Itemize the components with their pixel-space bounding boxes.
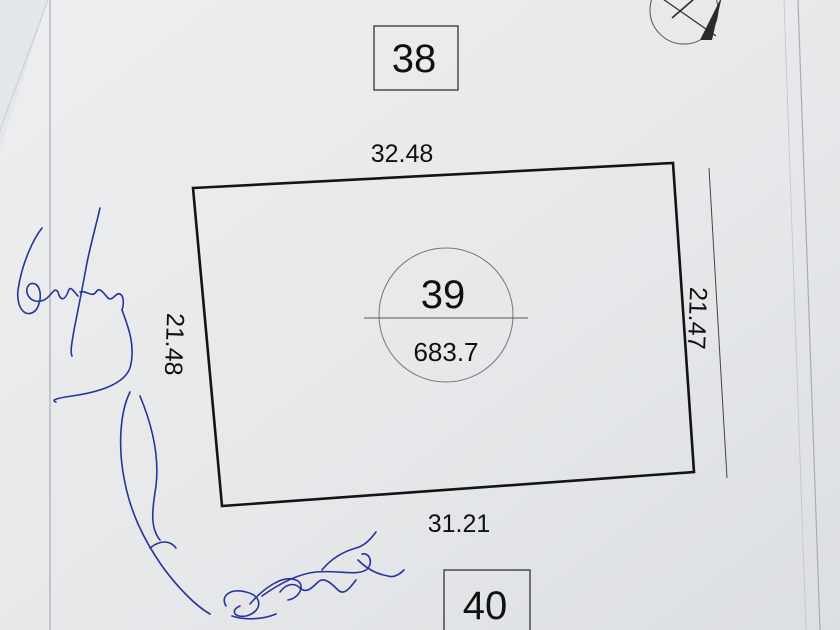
lot-boundary — [191, 161, 696, 508]
neighbor-lot-top-box — [373, 25, 459, 91]
frame-line-right — [797, 0, 821, 630]
side-length-bottom: 31.21 — [428, 510, 491, 538]
signature-lower — [119, 391, 405, 620]
neighbor-lot-top-number: 38 — [392, 37, 437, 81]
neighbor-lot-bottom-box — [443, 569, 531, 630]
neighbor-lot-bottom-number: 40 — [463, 584, 508, 628]
lot-number: 39 — [421, 273, 466, 317]
frame-line-right-inner — [783, 0, 807, 630]
lot-area: 683.7 — [413, 337, 478, 367]
north-arrow-icon — [649, 0, 722, 45]
lot-label-circle — [378, 247, 514, 383]
frame-line-left-outer — [0, 0, 49, 131]
dimension-line-right — [708, 167, 728, 479]
side-length-top: 32.48 — [371, 140, 434, 168]
signature-upper — [16, 207, 133, 403]
side-length-right: 21.47 — [682, 287, 712, 351]
paper-fold-shadow — [0, 0, 48, 150]
side-length-left: 21.48 — [159, 313, 189, 377]
